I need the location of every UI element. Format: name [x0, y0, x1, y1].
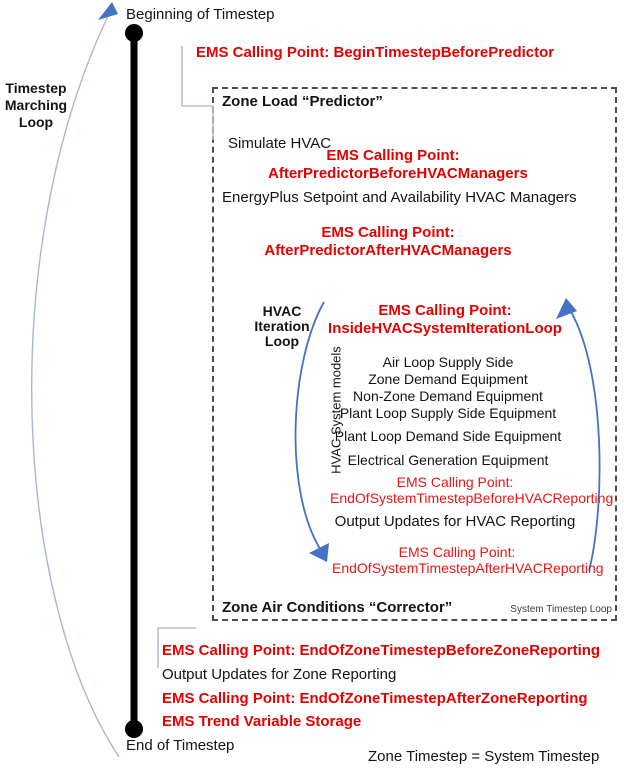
system-timestep-loop-tag: System Timestep Loop: [510, 604, 612, 615]
timestep-marching-loop-label: Timestep Marching Loop: [2, 80, 70, 131]
hvac-iteration-loop-line: Loop: [264, 333, 300, 349]
setpoint-availability-managers-label: EnergyPlus Setpoint and Availability HVA…: [222, 189, 577, 206]
ems-calling-point-line: EMS Calling Point:: [398, 544, 516, 560]
ems-end-of-zone-after-zone-reporting: EMS Calling Point: EndOfZoneTimestepAfte…: [162, 690, 588, 707]
hvac-model-list: Air Loop Supply Side Zone Demand Equipme…: [332, 354, 564, 469]
ems-after-predictor-before-hvac-managers: EMS Calling Point: AfterPredictorBeforeH…: [268, 147, 528, 183]
hvac-model-item: Plant Loop Supply Side Equipment: [339, 405, 557, 421]
timestep-marching-loop-line: Loop: [18, 114, 54, 130]
zone-air-corrector-title: Zone Air Conditions “Corrector”: [222, 599, 453, 616]
hvac-model-item: Non-Zone Demand Equipment: [353, 388, 543, 404]
ems-calling-point-line: EndOfSystemTimestepAfterHVACReporting: [332, 560, 604, 576]
ems-after-predictor-after-hvac-managers: EMS Calling Point: AfterPredictorAfterHV…: [258, 224, 518, 260]
ems-calling-point-line: EMS Calling Point:: [326, 147, 460, 164]
hvac-model-item: Plant Loop Demand Side Equipment: [334, 428, 562, 444]
simulate-hvac-label: Simulate HVAC: [228, 135, 332, 152]
ems-end-of-zone-before-zone-reporting: EMS Calling Point: EndOfZoneTimestepBefo…: [162, 642, 601, 659]
ems-end-of-system-after-hvac-reporting: EMS Calling Point: EndOfSystemTimestepAf…: [332, 544, 604, 576]
hvac-model-item: Electrical Generation Equipment: [347, 452, 549, 468]
timeline-begin-dot: [125, 24, 143, 42]
begin-timestep-label: Beginning of Timestep: [126, 6, 275, 23]
output-updates-hvac-label: Output Updates for HVAC Reporting: [334, 513, 576, 530]
ems-calling-point-line: EndOfSystemTimestepBeforeHVACReporting: [330, 490, 614, 506]
hvac-model-item: Zone Demand Equipment: [368, 371, 528, 387]
hvac-model-item: Air Loop Supply Side: [382, 354, 514, 370]
system-timestep-box: [212, 87, 617, 621]
end-timestep-label: End of Timestep: [126, 737, 235, 754]
ems-trend-variable-storage: EMS Trend Variable Storage: [162, 713, 362, 730]
zone-equals-system-timestep-label: Zone Timestep = System Timestep: [368, 748, 600, 765]
ems-calling-point-line: EMS Calling Point:: [378, 302, 512, 319]
zone-load-predictor-title: Zone Load “Predictor”: [222, 93, 383, 110]
hvac-iteration-loop-line: HVAC: [262, 303, 302, 319]
timestep-marching-loop-line: Timestep: [5, 80, 67, 96]
ems-calling-point-begin-timestep: EMS Calling Point: BeginTimestepBeforePr…: [196, 44, 555, 61]
timeline-end-dot: [125, 720, 143, 738]
ems-calling-point-line: AfterPredictorBeforeHVACManagers: [268, 165, 528, 182]
ems-calling-point-line: EMS Calling Point:: [321, 224, 455, 241]
ems-end-of-system-before-hvac-reporting: EMS Calling Point: EndOfSystemTimestepBe…: [330, 474, 614, 506]
timestep-marching-arrowhead: [98, 2, 118, 20]
ems-calling-point-line: InsideHVACSystemIterationLoop: [328, 320, 562, 337]
ems-calling-point-line: EMS Calling Point:: [396, 474, 514, 490]
hvac-iteration-loop-line: Iteration: [254, 318, 310, 334]
hvac-iteration-loop-label: HVAC Iteration Loop: [252, 304, 312, 349]
output-updates-zone-label: Output Updates for Zone Reporting: [162, 666, 397, 683]
ems-inside-hvac-iteration-loop: EMS Calling Point: InsideHVACSystemItera…: [320, 302, 570, 338]
ems-calling-point-line: AfterPredictorAfterHVACManagers: [264, 242, 512, 259]
timestep-marching-loop-line: Marching: [4, 97, 68, 113]
